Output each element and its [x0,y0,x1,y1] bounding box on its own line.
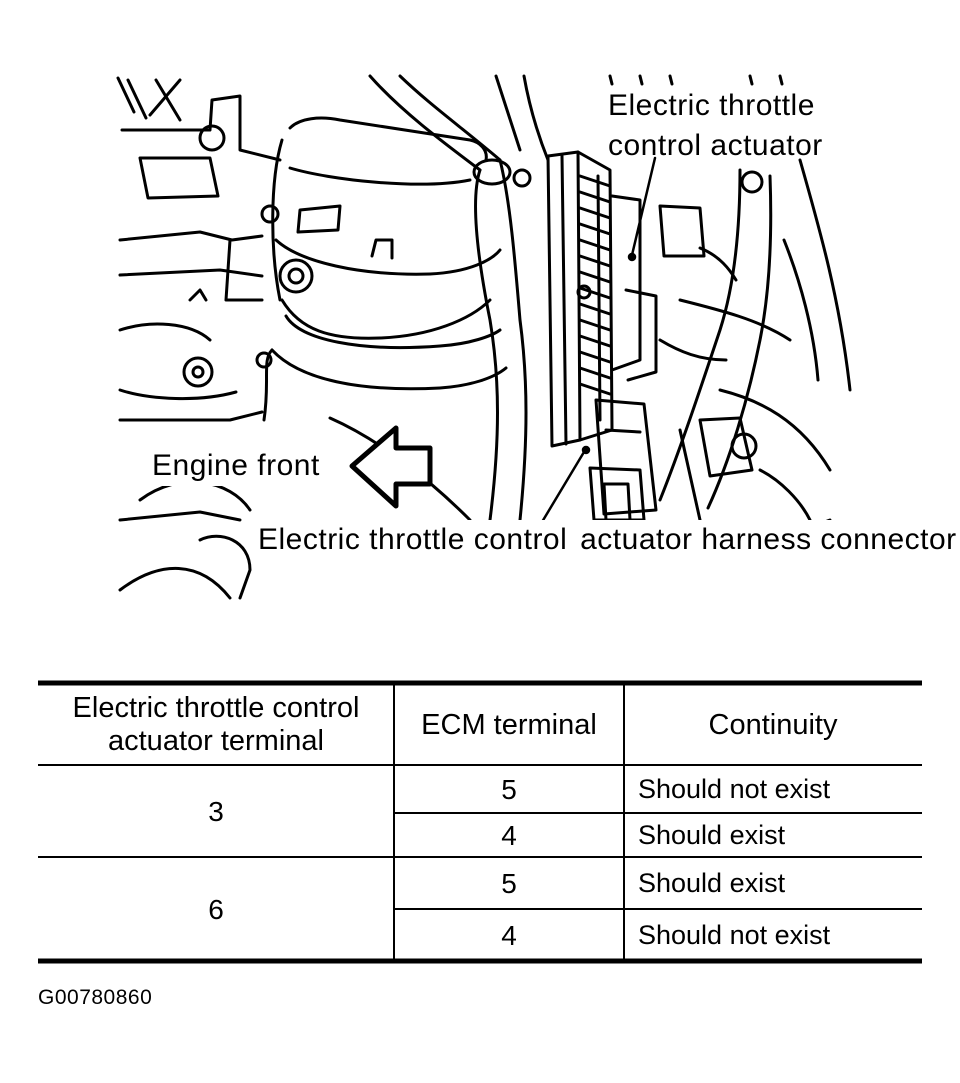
actuator-callout-line1: Electric throttle [608,89,815,122]
engine-front-label: Engine front [148,446,324,486]
engine-bay-illustration [116,74,852,600]
header-ecm-terminal: ECM terminal [421,708,597,741]
actuator-callout-line2: control actuator [608,129,823,162]
ecm-terminal-cell: 4 [501,819,517,851]
ecm-terminal-cell: 5 [501,773,517,805]
harness-connector [588,398,658,547]
continuity-cell: Should not exist [638,919,831,950]
continuity-table: Electric throttle control actuator termi… [38,680,922,964]
ecm-terminal-cell: 5 [501,867,517,899]
actuator-terminal-cell: 6 [208,893,224,925]
ecm-terminal-cell: 4 [501,919,517,951]
continuity-cell: Should exist [638,867,786,898]
connector-callout-line1: Electric throttle control [258,520,572,560]
connector-callout-line2: actuator harness connector [580,520,960,560]
right-side-linework [608,74,852,547]
figure-id: G00780860 [38,986,153,1009]
header-actuator-terminal: Electric throttle control actuator termi… [38,685,394,765]
header-actuator-terminal-line1: Electric throttle control [72,692,360,724]
engine-front-arrow [349,425,433,509]
throttle-actuator [546,150,658,448]
table-grid [38,680,922,964]
callout-leaders [540,156,657,524]
actuator-callout: Electric throttle control actuator [608,86,823,166]
header-actuator-terminal-line2: actuator terminal [108,725,324,757]
engine-block-linework [116,76,282,302]
throttle-body [260,116,508,522]
connector-callout: Electric throttle control actuator harne… [258,520,960,560]
header-continuity: Continuity [708,708,838,741]
continuity-cell: Should not exist [638,773,831,804]
actuator-terminal-cell: 3 [208,795,224,827]
hoses [368,74,550,522]
continuity-cell: Should exist [638,819,786,850]
